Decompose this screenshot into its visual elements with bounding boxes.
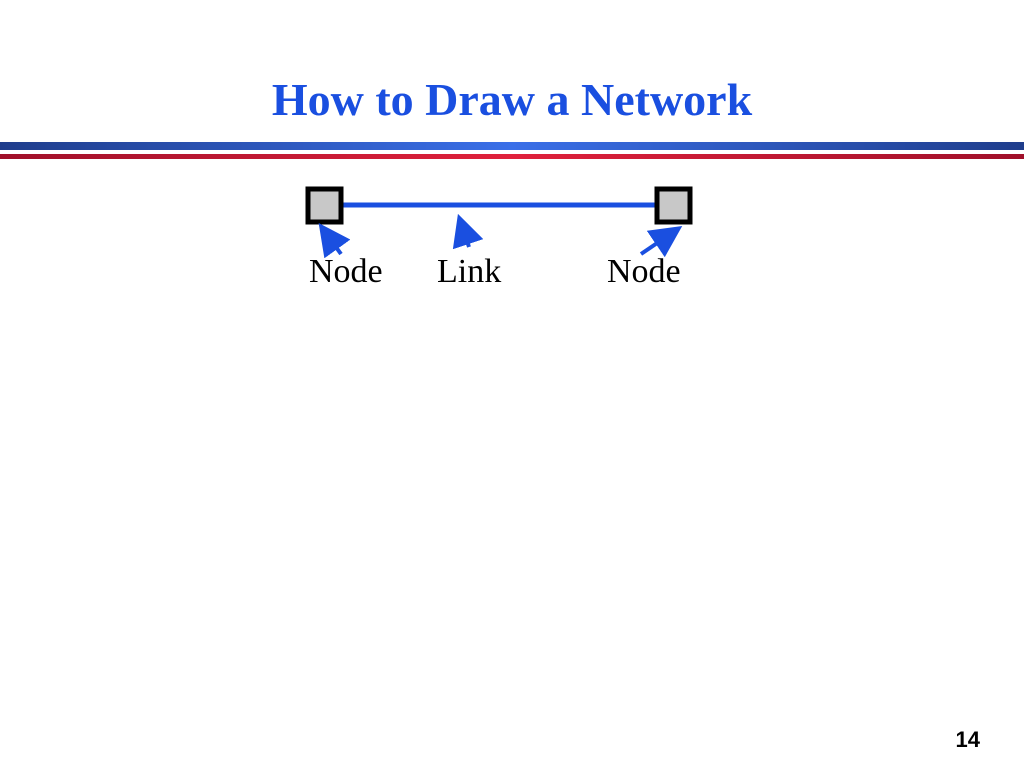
red-divider-bar — [0, 154, 1024, 159]
left-node-label: Node — [309, 253, 383, 290]
slide-title: How to Draw a Network — [271, 74, 753, 125]
blue-divider-bar — [0, 142, 1024, 150]
header-divider-bars — [0, 142, 1024, 159]
network-diagram: Node Link Node — [305, 186, 693, 290]
link-arrow — [452, 213, 484, 250]
right-node-label: Node — [607, 253, 681, 290]
link-label: Link — [437, 253, 501, 290]
slide-number: 14 — [955, 727, 980, 752]
right-node-square — [654, 186, 693, 225]
left-node-arrow — [318, 223, 351, 259]
right-node-arrow — [639, 226, 683, 258]
left-node-square — [305, 186, 344, 225]
